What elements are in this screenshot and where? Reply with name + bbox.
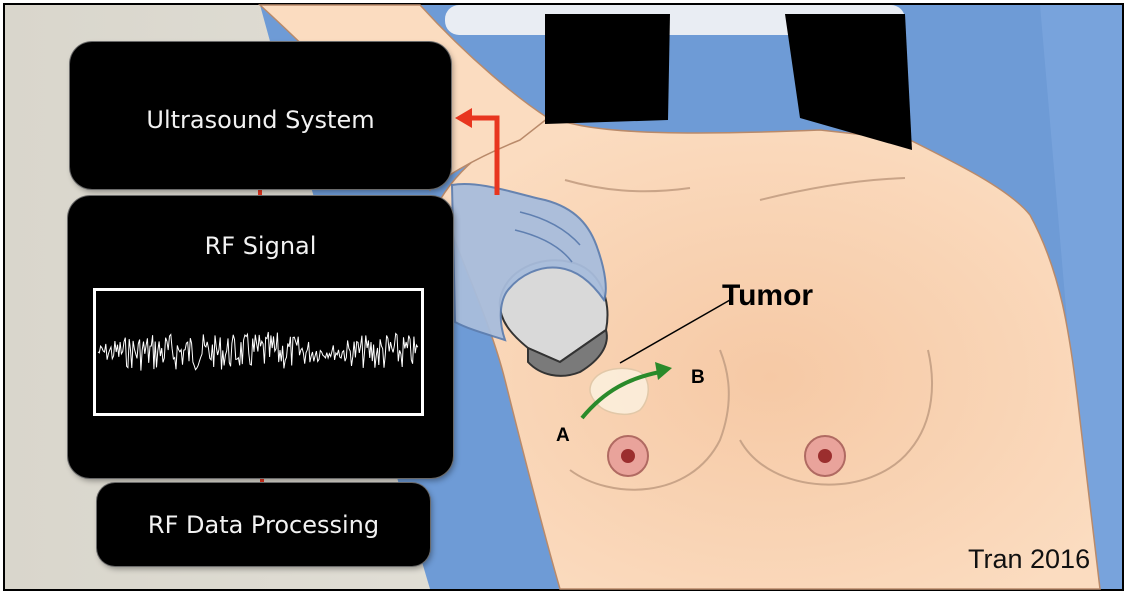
rf-signal-label: RF Signal — [68, 232, 453, 260]
rf-signal-box: RF Signal — [68, 196, 453, 478]
point-a-label: A — [556, 425, 570, 447]
nipple-right — [805, 436, 845, 476]
rf-data-processing-box: RF Data Processing — [97, 483, 430, 566]
ultrasound-system-label: Ultrasound System — [70, 106, 451, 134]
tumor-label: Tumor — [722, 279, 813, 313]
rf-waveform-frame — [93, 288, 424, 416]
credit-label: Tran 2016 — [968, 544, 1090, 575]
point-b-label: B — [691, 367, 705, 389]
rf-data-processing-label: RF Data Processing — [97, 511, 430, 539]
hair-left — [545, 14, 670, 124]
nipple-left — [608, 436, 648, 476]
ultrasound-system-box: Ultrasound System — [70, 42, 451, 189]
rf-waveform — [96, 291, 421, 413]
